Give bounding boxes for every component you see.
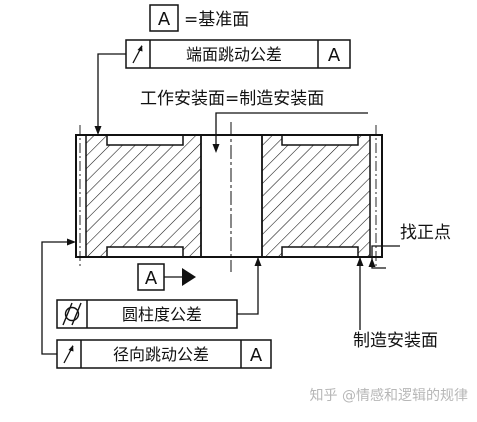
datum-definition: A =基准面 bbox=[149, 4, 249, 32]
datum-triangle bbox=[182, 268, 196, 286]
fcf-radial-runout-text: 径向跳动公差 bbox=[113, 345, 209, 364]
fcf-face-runout-text: 端面跳动公差 bbox=[186, 45, 282, 64]
watermark: 知乎 @情感和逻辑的规律 bbox=[310, 387, 468, 404]
alignment-point-label: 找正点 bbox=[400, 223, 451, 243]
manufacturing-surface-leader bbox=[356, 257, 364, 330]
fcf-cylindricity-text: 圆柱度公差 bbox=[122, 305, 202, 324]
cylindricity-icon bbox=[62, 302, 82, 326]
groove-bottom-right bbox=[281, 246, 359, 258]
groove-bottom-left bbox=[106, 246, 184, 258]
manufacturing-surface-label: 制造安装面 bbox=[353, 331, 438, 351]
fcf-face-runout: 端面跳动公差 A bbox=[125, 39, 351, 69]
runout-arrow-icon bbox=[63, 345, 74, 364]
datum-marker-box bbox=[137, 263, 165, 291]
part-cross-section bbox=[75, 122, 383, 272]
fcf-radial-runout-datum: A bbox=[250, 345, 263, 366]
datum-letter: A bbox=[158, 9, 171, 30]
work-surface-label: 工作安装面=制造安装面 bbox=[140, 89, 324, 109]
fcf-cylindricity: 圆柱度公差 bbox=[56, 299, 238, 329]
radial-runout-leader bbox=[41, 238, 76, 355]
fcf-face-runout-datum: A bbox=[328, 45, 341, 66]
datum-label: =基准面 bbox=[184, 10, 249, 30]
datum-marker-letter: A bbox=[145, 268, 158, 289]
cylindricity-leader bbox=[237, 257, 262, 315]
face-runout-leader bbox=[94, 53, 126, 135]
part-outline bbox=[75, 134, 383, 258]
groove-top-left bbox=[106, 134, 184, 146]
alignment-point-leader bbox=[368, 245, 400, 269]
runout-arrow-icon bbox=[132, 45, 143, 64]
datum-a-marker: A bbox=[137, 263, 196, 291]
fcf-radial-runout: 径向跳动公差 A bbox=[56, 339, 272, 369]
groove-top-right bbox=[281, 134, 359, 146]
datum-letter-box bbox=[149, 4, 179, 32]
fcf-face-runout-frame bbox=[125, 39, 351, 69]
work-surface-leader bbox=[212, 112, 368, 153]
